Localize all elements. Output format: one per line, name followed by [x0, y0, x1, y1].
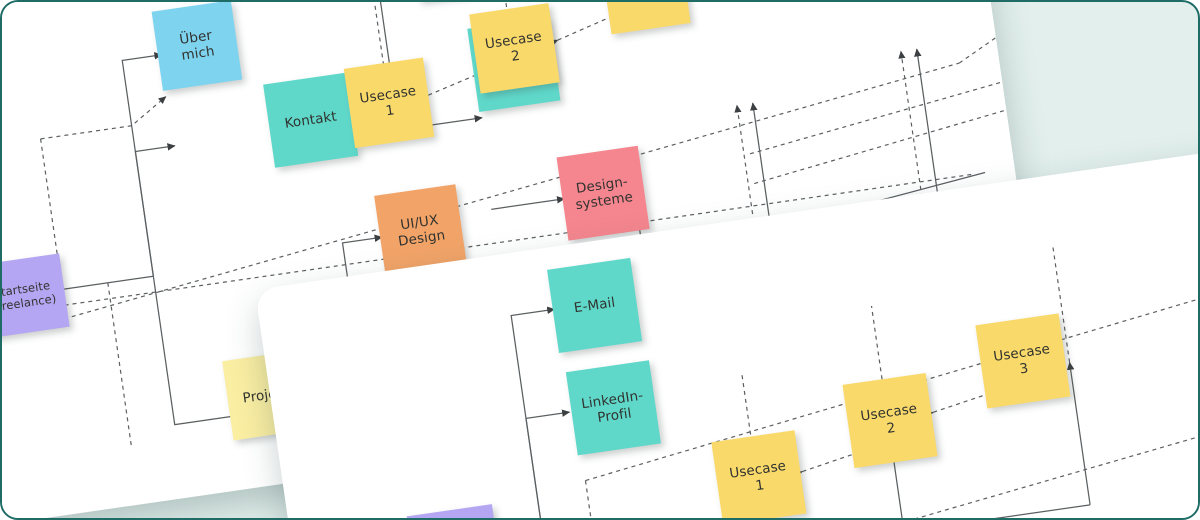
note-ueber-mich[interactable]: Über mich	[151, 2, 243, 91]
front-note-linkedin-profil[interactable]: LinkedIn- Profil	[565, 360, 661, 456]
note-startseite-freelance[interactable]: Startseite (Freelance)	[2, 253, 70, 339]
front-note-email[interactable]: E-Mail	[547, 257, 643, 354]
note-usecase-2[interactable]: Usecase 2	[469, 3, 560, 94]
onepager-sitemap-card[interactable]: E-Mail LinkedIn- Profil Startseite (Onep…	[254, 147, 1198, 518]
front-note-usecase-3[interactable]: Usecase 3	[975, 313, 1071, 409]
note-design-systeme[interactable]: Design- systeme	[556, 145, 650, 241]
note-email-footer[interactable]: E-Mail (Footer)	[1042, 14, 1045, 106]
note-usecase-1[interactable]: Usecase 1	[343, 57, 435, 149]
front-note-usecase-2[interactable]: Usecase 2	[842, 372, 938, 469]
onepager-card-canvas: E-Mail LinkedIn- Profil Startseite (Onep…	[255, 147, 1198, 518]
note-kontakt[interactable]: Kontakt	[263, 72, 359, 168]
front-note-usecase-1[interactable]: Usecase 1	[711, 430, 807, 518]
